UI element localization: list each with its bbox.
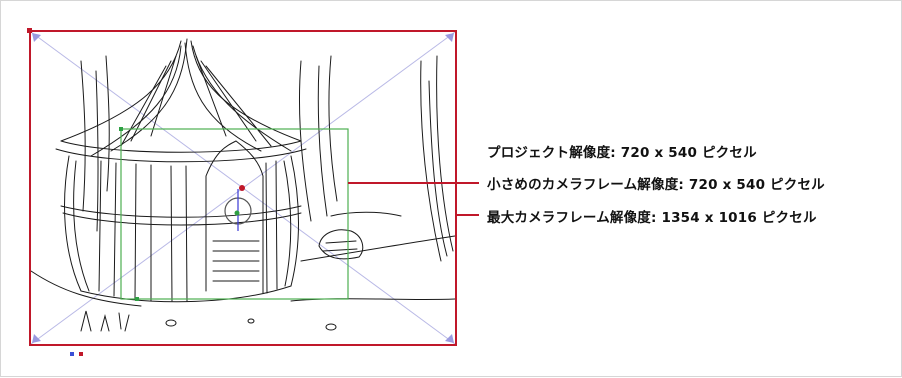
max-camera-frame-label: 最大カメラフレーム解像度: 1354 x 1016 ピクセル: [487, 210, 817, 226]
color-indicator-blue: [70, 352, 74, 356]
leader-lines: [348, 182, 479, 216]
smaller-camera-frame[interactable]: [120, 128, 349, 300]
smaller-camera-frame-label: 小さめのカメラフレーム解像度: 720 x 540 ピクセル: [487, 177, 825, 193]
smaller-frame-handle-topleft[interactable]: [119, 127, 123, 131]
max-camera-frame[interactable]: [29, 30, 457, 346]
project-resolution-label: プロジェクト解像度: 720 x 540 ピクセル: [487, 145, 757, 161]
camera-pivot-icon[interactable]: [224, 185, 252, 231]
max-frame-handle-topleft[interactable]: [27, 28, 32, 33]
corner-arrow-icon-topright: [445, 33, 454, 42]
sketch-drawing: [30, 38, 456, 332]
color-indicator-red: [79, 352, 83, 356]
corner-handles: [32, 33, 454, 343]
corner-arrow-icon-bottomleft: [32, 334, 41, 343]
smaller-frame-handle-bottomleft[interactable]: [135, 297, 139, 301]
corner-arrow-icon-topleft: [32, 33, 41, 42]
corner-arrow-icon-bottomright: [445, 334, 454, 343]
